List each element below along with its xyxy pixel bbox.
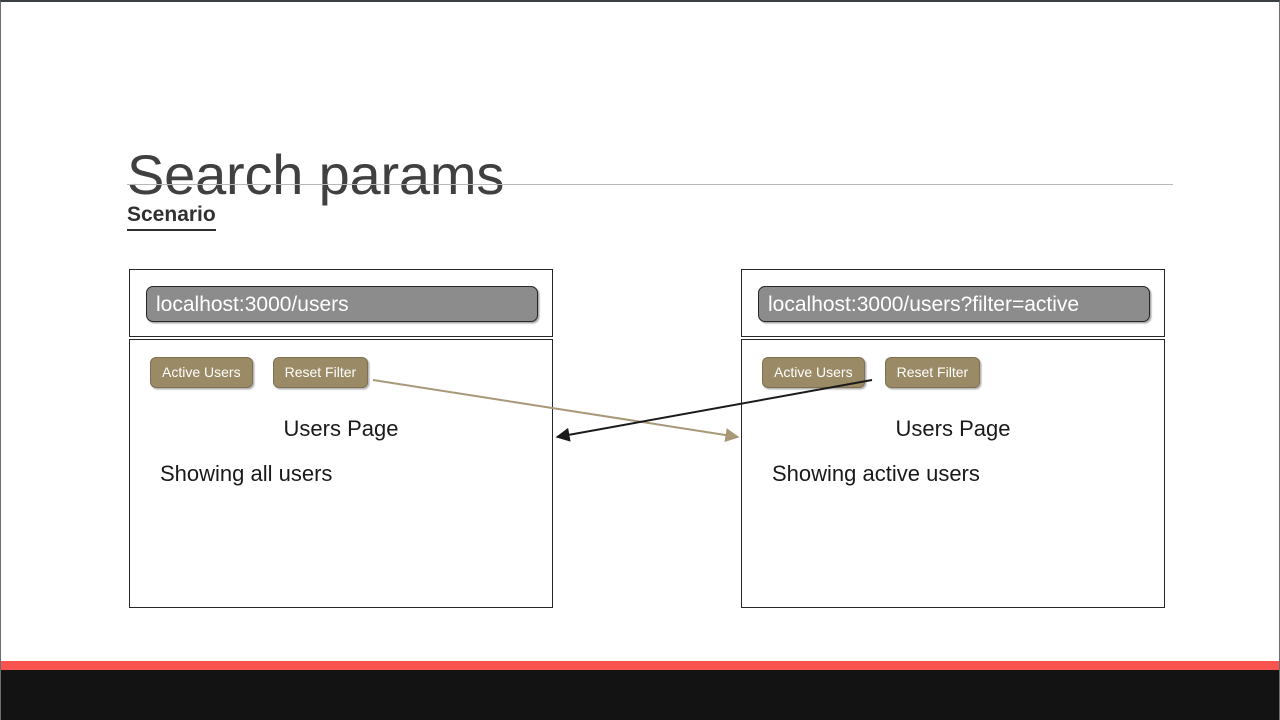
page-status-left: Showing all users: [160, 461, 333, 486]
url-text-left: localhost:3000/users: [156, 292, 349, 316]
browser-viewport-right: Active Users Reset Filter Users Page Sho…: [741, 339, 1165, 608]
url-bar-left[interactable]: localhost:3000/users: [146, 286, 538, 322]
page-heading-right: Users Page: [895, 416, 1011, 441]
accent-bar: [1, 661, 1279, 670]
reset-filter-button-right[interactable]: Reset Filter: [884, 357, 981, 388]
active-users-button-left[interactable]: Active Users: [150, 357, 253, 388]
title-divider: [127, 184, 1173, 185]
reset-filter-button-left[interactable]: Reset Filter: [272, 357, 369, 388]
browser-panel-left: localhost:3000/users Active Users Reset …: [129, 269, 553, 608]
section-label: Scenario: [127, 202, 216, 232]
active-users-button-right[interactable]: Active Users: [762, 357, 865, 388]
page-status-right: Showing active users: [772, 461, 980, 486]
filter-button-row-left: Active Users Reset Filter: [150, 357, 369, 388]
page-heading-left: Users Page: [283, 416, 399, 441]
page-title: Search params: [127, 142, 505, 206]
filter-button-row-right: Active Users Reset Filter: [762, 357, 981, 388]
url-text-right: localhost:3000/users?filter=active: [768, 292, 1080, 316]
browser-chrome-right: localhost:3000/users?filter=active: [741, 269, 1165, 337]
url-bar-right[interactable]: localhost:3000/users?filter=active: [758, 286, 1150, 322]
browser-chrome-left: localhost:3000/users: [129, 269, 553, 337]
browser-panel-right: localhost:3000/users?filter=active Activ…: [741, 269, 1165, 608]
footer-bar: [1, 670, 1279, 720]
browser-viewport-left: Active Users Reset Filter Users Page Sho…: [129, 339, 553, 608]
